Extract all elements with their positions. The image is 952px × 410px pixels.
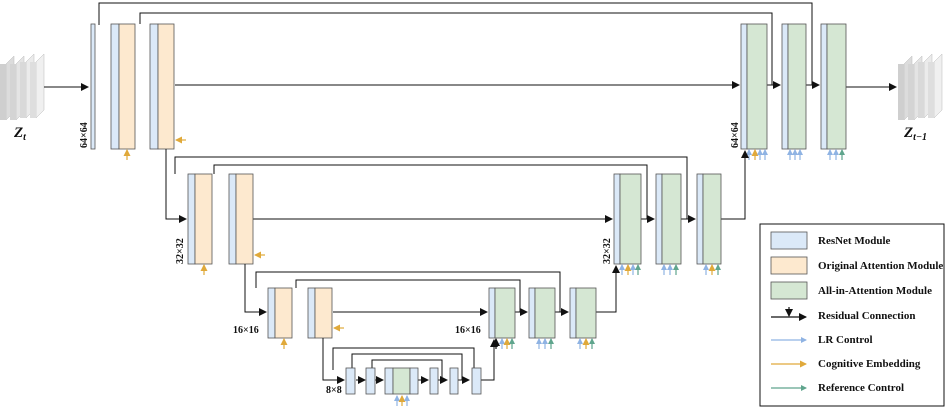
down-16-block-1 bbox=[267, 287, 293, 339]
legend-label-lr-control: LR Control bbox=[818, 334, 873, 346]
down-32-block-1 bbox=[187, 173, 213, 265]
conv-stem-block bbox=[90, 23, 96, 150]
legend-swatch-all-in-attention bbox=[770, 281, 808, 300]
res-64-right-label: 64×64 bbox=[730, 122, 741, 148]
up-64-block-3 bbox=[820, 23, 847, 150]
legend-item-resnet: ResNet Module bbox=[770, 231, 891, 250]
up-64-block-1 bbox=[740, 23, 768, 150]
legend-item-cognitive: Cognitive Embedding bbox=[771, 358, 921, 370]
up-16-block-3 bbox=[569, 287, 597, 339]
level-32-arrows bbox=[165, 149, 749, 223]
legend: ResNet Module Original Attention Module … bbox=[759, 223, 945, 407]
legend-label-original-attention: Original Attention Module bbox=[818, 260, 943, 272]
z-prev-label: Zt−1 bbox=[903, 125, 927, 143]
legend-swatch-resnet bbox=[770, 231, 808, 250]
legend-label-resnet: ResNet Module bbox=[818, 235, 891, 247]
legend-label-residual: Residual Connection bbox=[818, 310, 916, 322]
level-8-arrows bbox=[322, 338, 498, 384]
z-t-label: Zt bbox=[13, 125, 27, 143]
res-64-label: 64×64 bbox=[79, 122, 90, 148]
legend-label-all-in-attention: All-in-Attention Module bbox=[818, 285, 932, 297]
down-64-block-2 bbox=[149, 23, 175, 150]
level-16-arrows bbox=[244, 264, 620, 316]
down-64-block-1 bbox=[110, 23, 136, 150]
res-16-label: 16×16 bbox=[233, 325, 259, 336]
down-32-block-2 bbox=[228, 173, 254, 265]
level-64-arrows bbox=[44, 2, 897, 91]
legend-label-cognitive: Cognitive Embedding bbox=[818, 358, 921, 370]
middle-block bbox=[384, 367, 419, 395]
legend-item-lr-control: LR Control bbox=[771, 334, 873, 346]
down-8-block-2 bbox=[365, 367, 376, 395]
legend-item-reference: Reference Control bbox=[771, 382, 904, 394]
res-8-label: 8×8 bbox=[326, 385, 342, 396]
res-16-right-label: 16×16 bbox=[455, 325, 481, 336]
legend-label-reference: Reference Control bbox=[818, 382, 904, 394]
up-32-block-2 bbox=[655, 173, 682, 265]
legend-item-original-attention: Original Attention Module bbox=[770, 256, 943, 275]
legend-swatch-original-attention bbox=[770, 256, 808, 275]
control-arrows-32 bbox=[619, 264, 721, 275]
up-64-block-2 bbox=[781, 23, 807, 150]
output-latent-stack bbox=[898, 53, 943, 121]
up-16-block-2 bbox=[528, 287, 556, 339]
control-arrows-64 bbox=[746, 149, 845, 160]
res-32-right-label: 32×32 bbox=[602, 238, 613, 264]
up-8-block-1 bbox=[429, 367, 439, 395]
legend-item-residual: Residual Connection bbox=[771, 307, 916, 322]
up-16-block-1 bbox=[488, 287, 516, 339]
up-32-block-3 bbox=[696, 173, 722, 265]
up-8-block-2 bbox=[449, 367, 459, 395]
down-16-block-2 bbox=[307, 287, 333, 339]
input-latent-stack bbox=[0, 53, 45, 121]
down-8-block-1 bbox=[345, 367, 356, 395]
up-32-block-1 bbox=[613, 173, 642, 265]
legend-item-all-in-attention: All-in-Attention Module bbox=[770, 281, 932, 300]
control-arrows-8 bbox=[394, 395, 410, 406]
up-8-block-3 bbox=[471, 367, 482, 395]
res-32-label: 32×32 bbox=[175, 238, 186, 264]
control-arrows-16 bbox=[492, 338, 595, 349]
